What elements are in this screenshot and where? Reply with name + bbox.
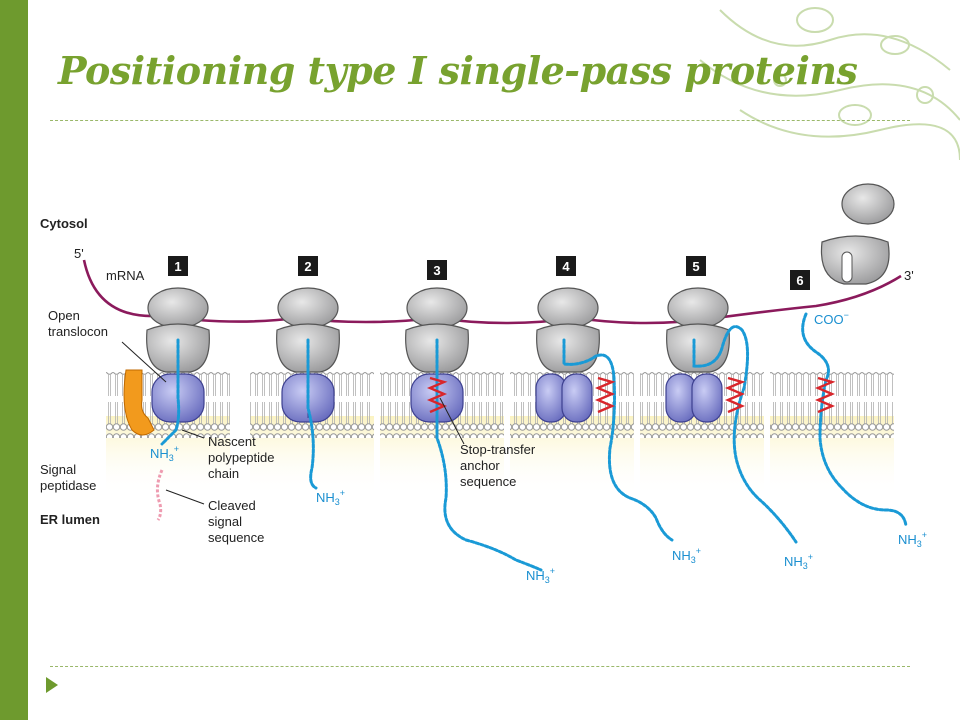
label-mrna: mRNA [106, 268, 145, 283]
label-nascent-1: Nascent [208, 434, 256, 449]
label-3-prime: 3' [904, 268, 914, 283]
peptide-chain-step3 [435, 338, 543, 572]
signal-peptidase-icon [123, 369, 155, 436]
peptide-chain-step5 [692, 325, 798, 544]
peptide-chain-step1 [160, 338, 181, 446]
nh3-label-step2: NH3+ [316, 488, 345, 507]
label-signal-peptidase-1: Signal [40, 462, 76, 477]
divider-top [50, 120, 910, 121]
peptide-chain-step6 [801, 312, 908, 528]
nh3-label-step3: NH3+ [526, 566, 555, 585]
anchor-step5 [724, 376, 746, 414]
step-number-1: 1 [174, 259, 181, 274]
slide-title: Positioning type I single-pass proteins [58, 48, 858, 93]
accent-bar [0, 0, 28, 720]
nh3-label-step1: NH3+ [150, 444, 179, 463]
cleaved-signal-sequence [155, 469, 164, 521]
translocation-diagram: 1 2 3 4 5 6 Cytosol 5' mRNA 3' Open tran… [40, 183, 927, 585]
step-box-1 [168, 256, 188, 276]
anchor-step6 [814, 376, 836, 414]
step-box-5 [686, 256, 706, 276]
label-stop-transfer-1: Stop-transfer [460, 442, 536, 457]
divider-bottom [50, 666, 910, 667]
anchor-step4 [594, 376, 616, 414]
label-5-prime: 5' [74, 246, 84, 261]
label-open-translocon-2: translocon [48, 324, 108, 339]
step-markers: 1 2 3 4 5 6 [168, 256, 810, 290]
nh3-label-step4: NH3+ [672, 546, 701, 565]
step-box-6 [790, 270, 810, 290]
step-number-5: 5 [692, 259, 699, 274]
label-nascent-2: polypeptide [208, 450, 275, 465]
step-box-3 [427, 260, 447, 280]
label-cleaved-3: sequence [208, 530, 264, 545]
label-cytosol: Cytosol [40, 216, 88, 231]
nh3-label-step6: NH3+ [898, 530, 927, 549]
peptide-chain-step4 [562, 338, 674, 542]
step-number-3: 3 [433, 263, 440, 278]
step-box-4 [556, 256, 576, 276]
released-ribosome [820, 183, 895, 285]
label-cleaved-1: Cleaved [208, 498, 256, 513]
label-open-translocon-1: Open [48, 308, 80, 323]
step-number-6: 6 [796, 273, 803, 288]
corner-decoration-icon [699, 7, 960, 161]
bullet-arrow-icon [46, 677, 58, 693]
label-stop-transfer-3: sequence [460, 474, 516, 489]
label-stop-transfer-2: anchor [460, 458, 500, 473]
step-box-2 [298, 256, 318, 276]
label-er-lumen: ER lumen [40, 512, 100, 527]
er-membrane [106, 372, 894, 438]
label-signal-peptidase-2: peptidase [40, 478, 96, 493]
label-nascent-3: chain [208, 466, 239, 481]
step-number-4: 4 [562, 259, 570, 274]
coo-label-step6: COO− [814, 310, 849, 327]
step-number-2: 2 [304, 259, 311, 274]
nh3-label-step5: NH3+ [784, 552, 813, 571]
label-cleaved-2: signal [208, 514, 242, 529]
peptide-chain-step2 [306, 338, 318, 490]
